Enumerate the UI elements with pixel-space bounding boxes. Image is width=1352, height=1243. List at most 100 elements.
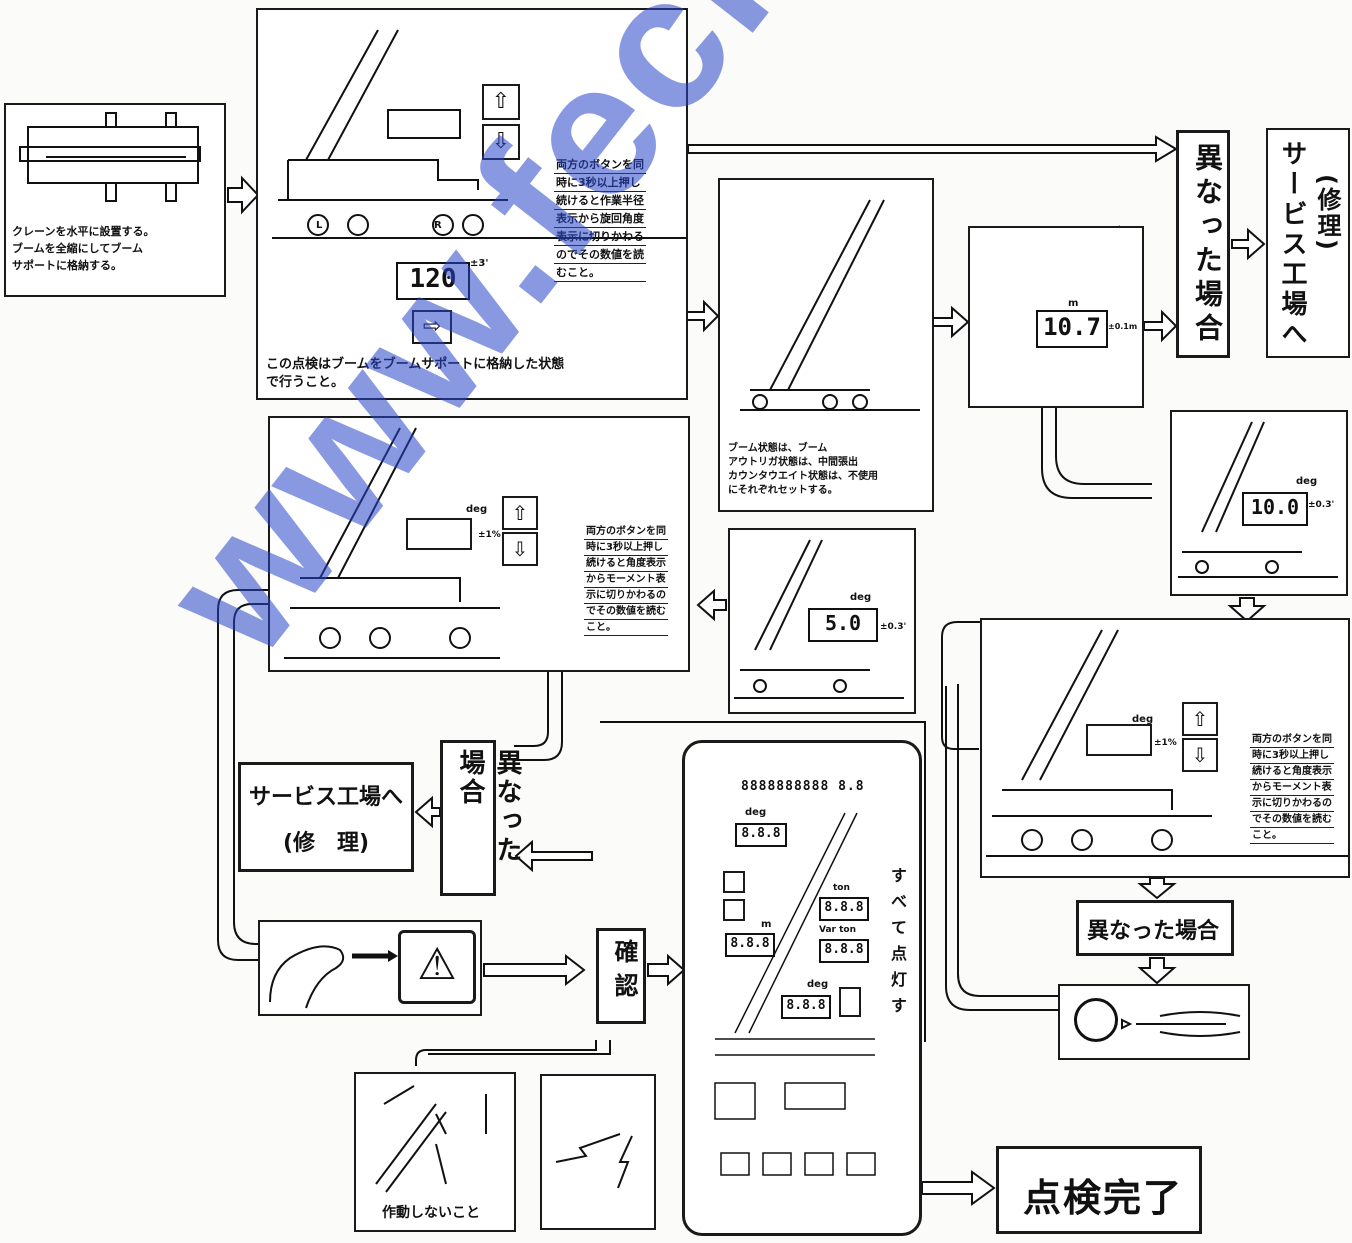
step1-line: サポートに格納する。 (12, 259, 122, 272)
note-line: からモーメント表 (1250, 780, 1334, 796)
moment-right-display (1086, 724, 1152, 756)
step1-box: クレーンを水平に設置する。 ブームを全縮にしてブーム サポートに格納する。 (4, 103, 226, 297)
warning-switch-button[interactable]: ⚠ (398, 930, 476, 1004)
step2-note: 両方のボタンを同 時に3秒以上押し 続けると作業半径 表示から旋回角度 表示に切… (554, 156, 646, 282)
differs-text-right: 異なった場合 (1087, 919, 1220, 944)
note-line: むこと。 (554, 264, 646, 282)
differs-box-right: 異なった場合 (1076, 900, 1234, 956)
moment-left-tolerance: ±1% (478, 530, 501, 540)
panel-var-label: Var ton (819, 925, 857, 935)
step3-line: ブーム状態は、ブーム (728, 443, 828, 454)
panel-indicator-3 (839, 987, 861, 1017)
radius-tolerance: ±0.1m (1108, 322, 1138, 331)
moment-right-note: 両方のボタンを同 時に3秒以上押し 続けると角度表示 からモーメント表 示に切り… (1250, 732, 1334, 844)
radius-unit: m (1068, 298, 1079, 309)
moment-left-display (406, 518, 472, 550)
note-line: のでその数値を読 (554, 246, 646, 264)
note-line: 両方のボタンを同 (554, 156, 646, 174)
differs-text-left: 異なった場合 (455, 749, 522, 865)
step2-box: L R ⇧ ⇩ 120 ±3' ⇨ 両方のボタンを同 時に3秒以上押し 続けると… (256, 8, 688, 400)
service-box-left: サービス工場へ (修 理) (238, 762, 414, 872)
angle5-tolerance: ±0.3' (880, 622, 907, 632)
note-line: 続けると角度表示 (584, 556, 668, 572)
note-line: でその数値を読む (584, 604, 668, 620)
note-line: 時に3秒以上押し (1250, 748, 1334, 764)
swing-angle-display: 120 (396, 262, 470, 300)
moment-left-box: deg ±1% ⇧ ⇩ 両方のボタンを同 時に3秒以上押し 続けると角度表示 か… (268, 416, 690, 672)
boom-motion-box: 作動しないこと (354, 1072, 516, 1232)
boom-motion-icon (375, 1085, 487, 1193)
crane-top-view-icon (19, 112, 201, 202)
service-repair-top: (修理) (1313, 174, 1341, 252)
angle10-unit: deg (1296, 476, 1318, 487)
service-text-top: サービス工場へ (1277, 140, 1307, 350)
differs-box-left: 異なった場合 (440, 740, 522, 896)
step3-line: にそれぞれセットする。 (728, 485, 838, 496)
radius-box: m 10.7 ±0.1m (968, 226, 1144, 408)
note-line: からモーメント表 (584, 572, 668, 588)
footer-line: この点検はブームをブームサポートに格納した状態 (266, 357, 565, 372)
no-operate-text: 作動しないこと (382, 1205, 480, 1221)
all-lit-text: すべて点灯す (888, 867, 907, 1023)
panel-indicator-1 (723, 871, 745, 893)
step3-line: カウンタウエイト状態は、不使用 (728, 471, 878, 482)
note-line: こと。 (1250, 828, 1334, 844)
crane-moment-left-icon (284, 427, 500, 659)
button-right[interactable]: ⇨ (412, 310, 452, 344)
moment-left-up-button[interactable]: ⇧ (502, 496, 538, 530)
footer-line: で行うこと。 (266, 375, 345, 390)
panel-ton-label: ton (833, 883, 850, 893)
moment-right-up-button[interactable]: ⇧ (1182, 702, 1218, 736)
note-line: こと。 (584, 620, 668, 636)
moment-left-down-button[interactable]: ⇩ (502, 532, 538, 566)
differs-box-top: 異なった場合 (1176, 130, 1230, 358)
crane-side-view-icon (272, 29, 686, 239)
crane-raised-icon (740, 199, 920, 411)
label-l: L (316, 220, 323, 231)
note-line: 示に切りかわるの (1250, 796, 1334, 812)
confirm-box: 確認 (596, 928, 646, 1024)
angle5-display: 5.0 (808, 608, 878, 642)
panel-deg-display: 8.8.8 (735, 823, 787, 847)
service-repair-left: (修 理) (282, 831, 370, 856)
note-line: 両方のボタンを同 (1250, 732, 1334, 748)
panel-m-display: 8.8.8 (725, 933, 775, 957)
angle10-box: deg 10.0 ±0.3' (1170, 410, 1348, 596)
note-line: 時に3秒以上押し (554, 174, 646, 192)
note-line: 続けると角度表示 (1250, 764, 1334, 780)
crane-moment-right-icon (986, 629, 1348, 857)
service-box-top: (修理) サービス工場へ (1266, 128, 1350, 358)
reset-knob-icon[interactable] (1074, 998, 1118, 1042)
moment-right-down-button[interactable]: ⇩ (1182, 738, 1218, 772)
switch-box: ⚠ (258, 920, 482, 1016)
screwdriver-hand-icon (1121, 1011, 1241, 1037)
step1-line: クレーンを水平に設置する。 (12, 225, 155, 238)
label-r: R (434, 220, 442, 231)
lightning-box (540, 1074, 656, 1230)
step1-line: ブームを全縮にしてブーム (12, 242, 144, 255)
panel-top-digits: 8888888888 8.8 (741, 779, 865, 794)
note-line: 両方のボタンを同 (584, 524, 668, 540)
note-line: 示に切りかわるの (584, 588, 668, 604)
angle10-display: 10.0 (1242, 492, 1308, 526)
moment-right-box: deg ±1% ⇧ ⇩ 両方のボタンを同 時に3秒以上押し 続けると角度表示 か… (980, 618, 1350, 878)
radius-display: 10.7 (1036, 310, 1108, 348)
angle5-unit: deg (850, 592, 872, 603)
note-line: 続けると作業半径 (554, 192, 646, 210)
reset-knob-box (1058, 984, 1250, 1060)
button-down[interactable]: ⇩ (482, 124, 520, 160)
finger-press-icon (269, 945, 398, 1009)
service-text-left: サービス工場へ (248, 785, 403, 810)
complete-text: 点検完了 (1023, 1176, 1184, 1220)
step2-footer: この点検はブームをブームサポートに格納した状態 で行うこと。 (266, 356, 564, 392)
panel-deg-label: deg (745, 807, 767, 818)
button-up[interactable]: ⇧ (482, 84, 520, 120)
display-panel: 8888888888 8.8 deg 8.8.8 m 8.8.8 ton 8.8… (682, 740, 922, 1236)
note-line: 表示から旋回角度 (554, 210, 646, 228)
moment-left-note: 両方のボタンを同 時に3秒以上押し 続けると角度表示 からモーメント表 示に切り… (584, 524, 668, 636)
crane-angle10-icon (1178, 421, 1338, 578)
angle5-box: deg 5.0 ±0.3' (728, 528, 916, 714)
panel-deg2-display: 8.8.8 (781, 995, 831, 1019)
step3-text: ブーム状態は、ブーム アウトリガ状態は、中間張出 カウンタウエイト状態は、不使用… (728, 442, 878, 498)
note-line: 表示に切りかわる (554, 228, 646, 246)
